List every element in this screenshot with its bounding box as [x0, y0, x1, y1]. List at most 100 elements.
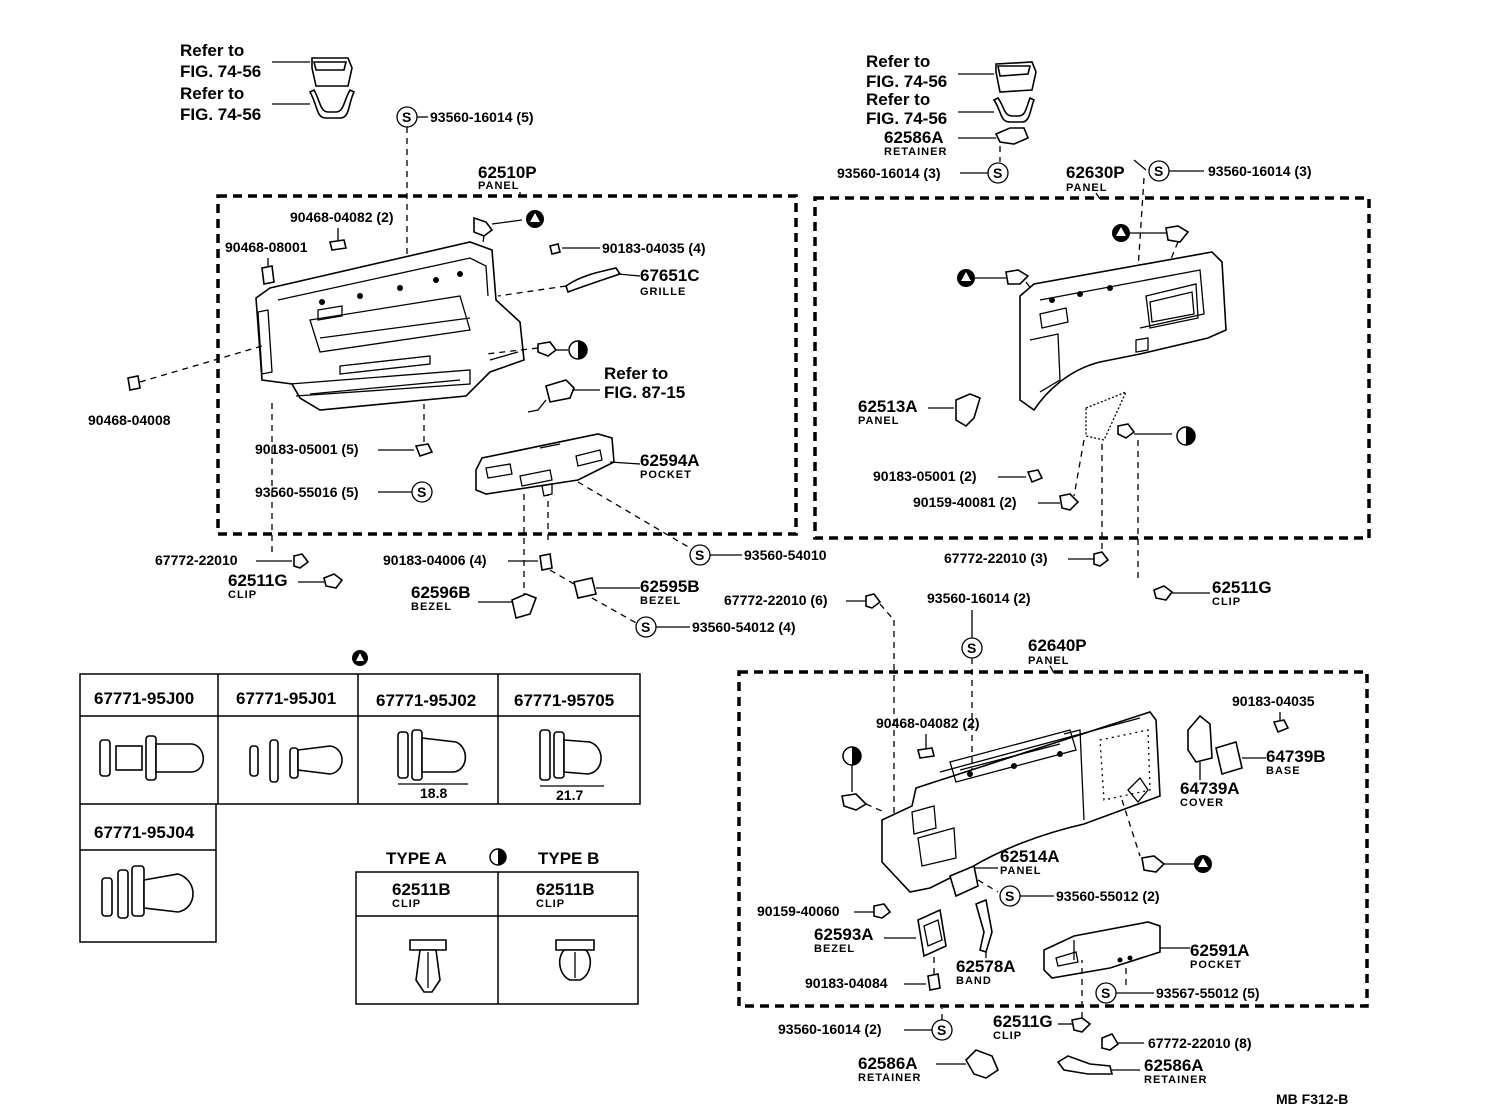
- pocket-62594a: [475, 433, 615, 497]
- ref-text: Refer to: [866, 52, 930, 71]
- label-clip: CLIP: [228, 589, 257, 601]
- label-62595b: 62595B: [640, 577, 700, 596]
- bezel-part-icon: [511, 593, 538, 620]
- clip-95j01-icon: [249, 739, 343, 783]
- clip-type-table: TYPE A TYPE B 62511B CLIP 62511B CLIP: [355, 848, 639, 1005]
- door-panel-62510p: [255, 241, 525, 411]
- label-clip: CLIP: [1212, 596, 1241, 608]
- bracket-part-icon: [545, 379, 575, 403]
- label-93560-54012-4: 93560-54012 (4): [692, 619, 796, 635]
- label-93567-55012-5: 93567-55012 (5): [1156, 985, 1260, 1001]
- dimension-label: 18.8: [420, 785, 447, 801]
- label-93560-16014-3: 93560-16014 (3): [1208, 163, 1312, 179]
- label-90468-04008: 90468-04008: [88, 412, 171, 428]
- label-67772-22010-3: 67772-22010 (3): [944, 550, 1048, 566]
- triangle-symbol: [1194, 855, 1212, 873]
- corner-trim-icon: [1085, 390, 1128, 441]
- label-panel: PANEL: [1066, 182, 1107, 194]
- label-62586a: 62586A: [1144, 1056, 1204, 1075]
- screw-s-symbol: S: [987, 162, 1009, 184]
- left-panel-boundary: [216, 194, 798, 536]
- nut-part-icon: [927, 973, 941, 991]
- label-cover: COVER: [1180, 797, 1224, 809]
- screw-s-symbol: S: [999, 885, 1021, 907]
- clip-95j04-icon: [101, 865, 194, 919]
- label-90468-08001: 90468-08001: [225, 239, 308, 255]
- figure-code: MB F312-B: [1276, 1091, 1348, 1107]
- table-header-95j01: 67771-95J01: [236, 689, 336, 708]
- bracket-part-icon: [992, 96, 1036, 123]
- label-panel: PANEL: [858, 415, 899, 427]
- top-right-refs: Refer to FIG. 74-56 Refer to FIG. 74-56 …: [866, 52, 1037, 162]
- bezel-part-icon: [573, 577, 597, 599]
- label-90468-04082-2: 90468-04082 (2): [876, 715, 980, 731]
- clip-part-icon: [1071, 1017, 1092, 1033]
- ref-text: Refer to: [604, 364, 668, 383]
- clip-part-icon: [1153, 585, 1174, 601]
- type-b-label: TYPE B: [538, 849, 599, 868]
- label-bezel: BEZEL: [814, 943, 855, 955]
- label-62586a: 62586A: [858, 1054, 918, 1073]
- screw-s-symbol: S: [635, 616, 657, 638]
- label-90159-40060: 90159-40060: [757, 903, 840, 919]
- table-header-95j00: 67771-95J00: [94, 689, 194, 708]
- retainer-part-icon: [994, 127, 1030, 145]
- label-62586a: 62586A: [884, 128, 944, 147]
- bezel-part-icon: [917, 908, 947, 958]
- cover-part-icon: [1187, 714, 1213, 763]
- label-bezel: BEZEL: [640, 595, 681, 607]
- label-62593a: 62593A: [814, 925, 874, 944]
- ref-fig: FIG. 74-56: [180, 105, 261, 124]
- pocket-62591a: [1043, 921, 1161, 979]
- label-band: BAND: [956, 975, 992, 987]
- quarter-panel-62630p: [1019, 251, 1227, 412]
- label-62513a: 62513A: [858, 397, 918, 416]
- label-panel: PANEL: [478, 180, 519, 192]
- table-header-95j04: 67771-95J04: [94, 823, 195, 842]
- ref-fig: FIG. 74-56: [866, 109, 947, 128]
- table-header-95705: 67771-95705: [514, 691, 614, 710]
- label-62591a: 62591A: [1190, 941, 1250, 960]
- label-retainer: RETAINER: [884, 146, 947, 158]
- label-62514a: 62514A: [1000, 847, 1060, 866]
- label-93560-55012-2: 93560-55012 (2): [1056, 888, 1160, 904]
- clip-part-icon: [865, 593, 882, 609]
- nut-part-icon: [414, 443, 434, 457]
- ref-fig: FIG. 74-56: [180, 62, 261, 81]
- label-90159-40081-2: 90159-40081 (2): [913, 494, 1017, 510]
- clip-part-icon: [261, 265, 275, 285]
- label-90183-04084: 90183-04084: [805, 975, 888, 991]
- svg-text:S: S: [1005, 888, 1014, 904]
- screw-s-symbol: S: [1095, 982, 1117, 1004]
- top-left-refs: Refer to FIG. 74-56 Refer to FIG. 74-56: [180, 41, 356, 124]
- type-a-clip-icon: [409, 939, 447, 993]
- clip-part-icon: [1117, 423, 1136, 439]
- ashtray-part-icon: [311, 57, 353, 87]
- type-b-clip-icon: [555, 939, 595, 981]
- ref-text: Refer to: [180, 84, 244, 103]
- label-pocket: POCKET: [640, 469, 692, 481]
- nut-part-icon: [539, 553, 553, 571]
- push-fastener-icon: [1165, 225, 1190, 243]
- half-circle-symbol: [1176, 426, 1196, 446]
- triangle-symbol: [352, 650, 368, 666]
- screw-s-symbol: S: [1148, 160, 1170, 182]
- label-62510p: 62510P: [478, 163, 537, 182]
- clip-95705-icon: 21.7: [539, 729, 604, 803]
- label-64739a: 64739A: [1180, 779, 1240, 798]
- label-90183-05001-2: 90183-05001 (2): [873, 468, 977, 484]
- screw-s-symbol: S: [961, 637, 983, 659]
- type-b-part: 62511B: [536, 880, 595, 899]
- clip-part-icon: [917, 747, 935, 759]
- label-67772-22010: 67772-22010: [155, 552, 238, 568]
- screw-part-icon: [873, 903, 892, 919]
- label-panel: PANEL: [1028, 655, 1069, 667]
- label-bezel: BEZEL: [411, 601, 452, 613]
- clip-part-icon: [1093, 551, 1110, 567]
- ref-text: Refer to: [180, 41, 244, 60]
- nut-part-icon: [1026, 469, 1044, 484]
- retainer-part-icon: [965, 1049, 999, 1079]
- label-grille: GRILLE: [640, 286, 686, 298]
- label-retainer: RETAINER: [858, 1072, 921, 1084]
